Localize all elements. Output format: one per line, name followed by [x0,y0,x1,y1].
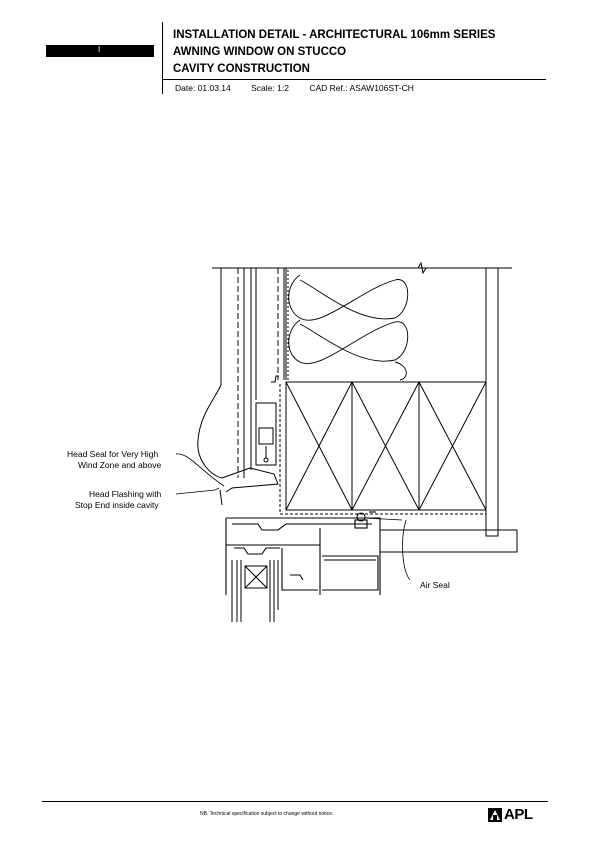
flashing-stop-end [219,489,223,506]
drawing-meta: Date: 01.03.14 Scale: 1:2 CAD Ref.: ASAW… [175,83,432,93]
leader-air-seal-2 [364,517,403,521]
footer-note: NB. Technical specification subject to c… [200,811,334,817]
meta-cad-ref: CAD Ref.: ASAW106ST-CH [309,83,414,93]
break-symbol [417,261,427,275]
label-head-seal-line-1: Head Seal for Very High [67,449,159,459]
leader-head-seal [175,453,225,487]
insulation-blanket [288,274,409,381]
header-tab-text: I [98,45,101,54]
label-air-seal: Air Seal [420,580,450,590]
meta-date: Date: 01.03.14 [175,83,231,93]
head-flashing [221,467,279,493]
footer-divider [42,801,548,802]
apl-logo-text: APL [504,806,533,823]
window-head-frame [225,511,381,595]
label-head-flashing-line-1: Head Flashing with [89,489,162,499]
sealant-line [279,384,486,515]
label-head-seal-line-2: Wind Zone and above [78,460,162,470]
header-divider-horizontal [162,79,546,80]
leader-air-seal [402,519,411,581]
title-line-3: CAVITY CONSTRUCTION [173,63,310,75]
sash-glazing [231,560,279,622]
header-tab: I [46,45,154,57]
header-divider-vertical [162,22,163,94]
timber-lintel [285,381,487,511]
meta-scale: Scale: 1:2 [251,83,289,93]
apl-logo-icon [488,807,502,822]
apl-logo: APL [488,806,533,823]
title-line-1: INSTALLATION DETAIL - ARCHITECTURAL 106m… [173,29,496,41]
stop-end-bracket [255,375,279,466]
drawing-title: INSTALLATION DETAIL - ARCHITECTURAL 106m… [173,27,495,78]
title-line-2: AWNING WINDOW ON STUCCO [173,46,347,58]
leader-head-flashing [175,487,220,495]
reveal-liner [379,529,518,553]
label-head-flashing-line-2: Stop End inside cavity [75,500,159,510]
cladding-cutoff-curve [197,384,223,479]
liner-return [485,510,499,537]
